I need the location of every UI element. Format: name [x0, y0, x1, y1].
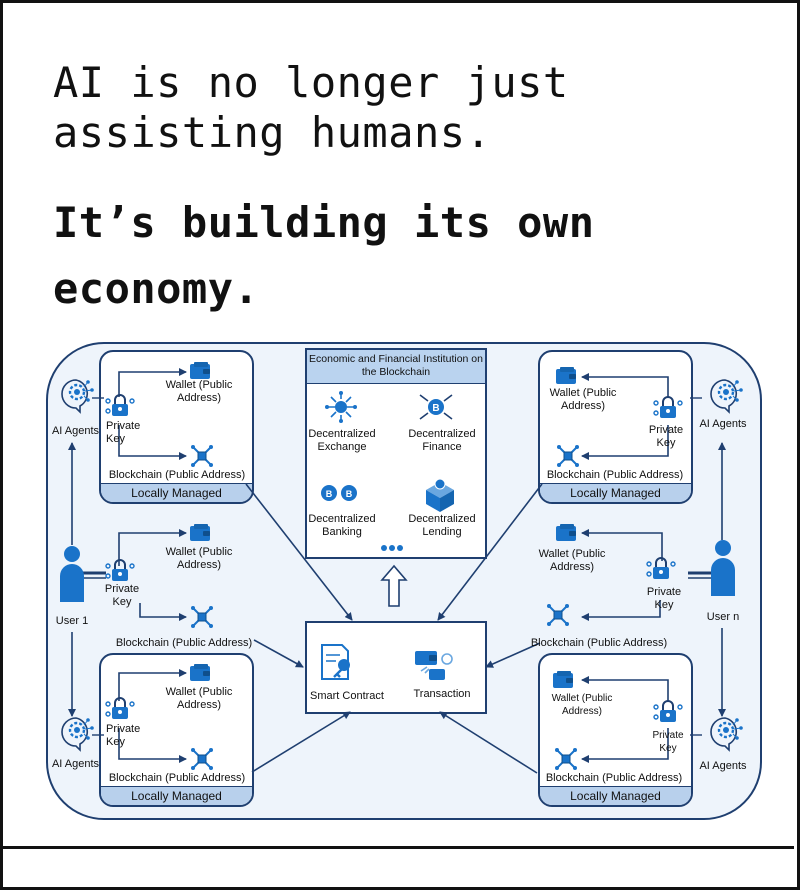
locally-managed-label: Locally Managed [101, 786, 252, 805]
ai-agents-label: AI Agents [699, 760, 747, 772]
agent-box-bottom-left: Locally Managed [99, 653, 254, 807]
ai-agent-icon [709, 378, 744, 414]
locally-managed-label: Locally Managed [540, 483, 691, 502]
ai-agents-label: AI Agents [51, 425, 100, 437]
wallet-label: Wallet (Public Address) [165, 379, 233, 404]
blockchain-label: Blockchain (Public Address) [546, 469, 684, 481]
headline-line-1: AI is no longer just assisting humans. [53, 58, 569, 157]
institution-box: Economic and Financial Institution on th… [305, 348, 487, 559]
locally-managed-label: Locally Managed [101, 483, 252, 502]
user-1-label: User 1 [55, 615, 89, 627]
user-n-label: User n [706, 611, 740, 623]
ai-agent-icon [60, 378, 96, 414]
wallet-label: Wallet (Public Address) [551, 693, 613, 717]
agent-box-top-left: Locally Managed [99, 350, 254, 504]
private-key-label: Private Key [652, 730, 684, 754]
private-key-label: Private Key [106, 420, 141, 445]
user-icon [60, 546, 84, 602]
private-key-label: Private Key [106, 723, 141, 748]
ai-agents-label: AI Agents [699, 418, 747, 430]
blockchain-label: Blockchain (Public Address) [108, 772, 246, 784]
private-key-label: Private Key [646, 586, 682, 611]
smart-contract-label: Smart Contract [310, 690, 384, 702]
institution-title: Economic and Financial Institution on th… [307, 350, 485, 384]
institution-item-lending: Decentralized Lending [408, 513, 476, 538]
private-key-label: Private Key [104, 583, 140, 608]
headline-line-2: It’s building its own economy. [53, 198, 595, 313]
wallet-label: Wallet (Public Address) [165, 546, 233, 571]
wallet-label: Wallet (Public Address) [165, 686, 233, 711]
institution-item-finance: Decentralized Finance [408, 428, 476, 453]
ai-agent-icon [709, 716, 744, 752]
svg-text:B: B [346, 489, 353, 499]
blockchain-label: Blockchain (Public Address) [108, 469, 246, 481]
wallet-label: Wallet (Public Address) [549, 387, 617, 412]
ai-agents-label: AI Agents [51, 758, 100, 770]
svg-text:B: B [432, 403, 439, 414]
ai-agent-icon [60, 716, 96, 752]
bottom-divider [0, 846, 794, 849]
institution-item-exchange: Decentralized Exchange [308, 428, 376, 453]
blockchain-label: Blockchain (Public Address) [530, 637, 668, 649]
institution-item-banking: Decentralized Banking [308, 513, 376, 538]
user-icon [711, 540, 735, 596]
transaction-label: Transaction [413, 688, 471, 700]
wallet-label: Wallet (Public Address) [538, 548, 606, 573]
private-key-label: Private Key [648, 424, 684, 449]
svg-text:B: B [326, 489, 333, 499]
blockchain-label: Blockchain (Public Address) [115, 637, 253, 649]
locally-managed-label: Locally Managed [540, 786, 691, 805]
blockchain-label: Blockchain (Public Address) [545, 772, 683, 784]
